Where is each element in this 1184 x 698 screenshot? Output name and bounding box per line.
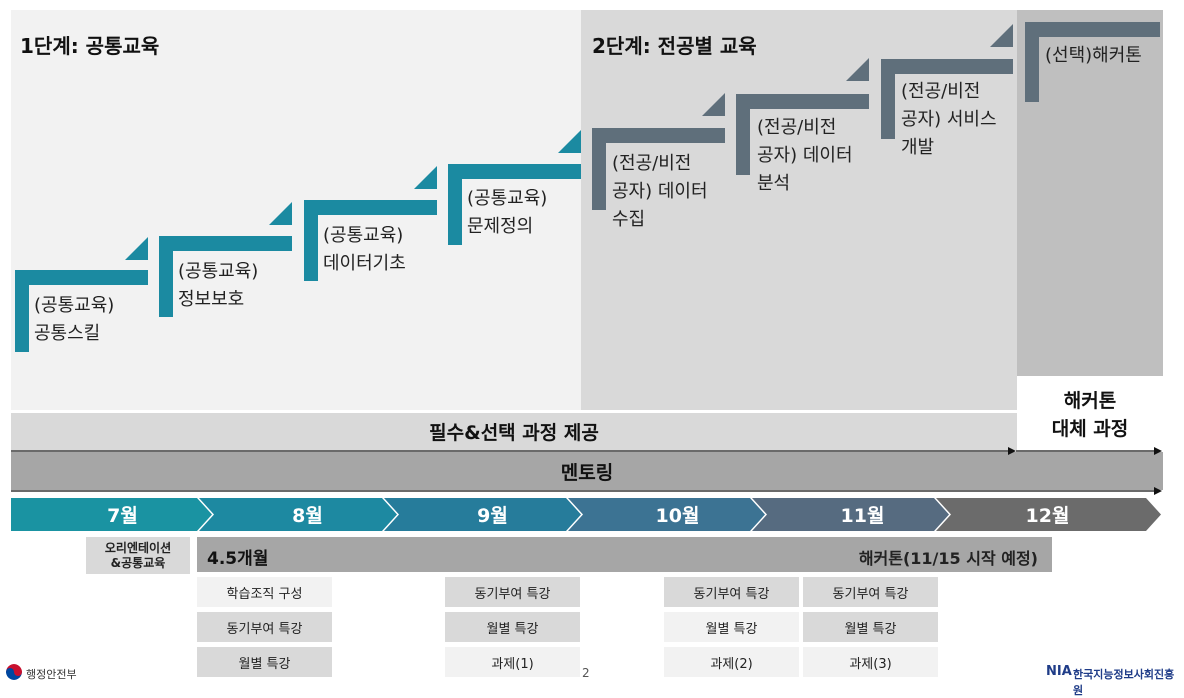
duration-label: 4.5개월: [207, 549, 269, 569]
ministry-emblem-icon: [6, 664, 22, 680]
step-5-label: (전공/비전 공자) 데이터 수집: [612, 150, 708, 234]
orientation-line2: &공통교육: [110, 555, 166, 570]
hackathon-alt-line1: 해커톤: [1063, 390, 1117, 412]
hackathon-alt-band: 해커톤 대체 과정: [1017, 380, 1163, 450]
step-4-line2: 문제정의: [467, 216, 534, 237]
activity-col4-3: 과제(3): [803, 647, 938, 677]
month-10: 10월: [655, 505, 700, 527]
hackathon-background: [1017, 10, 1163, 376]
step-2-line1: (공통교육): [178, 261, 259, 282]
step-4-label: (공통교육) 문제정의: [467, 185, 547, 241]
duration-bar: 4.5개월 해커톤(11/15 시작 예정): [197, 537, 1052, 572]
org-name: 한국지능정보사회진흥원: [1073, 668, 1175, 697]
step-3-bracket: [304, 200, 437, 281]
step-3-triangle: [414, 166, 437, 189]
activity-col2-1: 동기부여 특강: [445, 577, 580, 607]
phase1-background: [11, 10, 581, 410]
required-elective-label: 필수&선택 과정 제공: [429, 422, 599, 444]
step-8-line1: (선택)해커톤: [1045, 45, 1142, 66]
step-8-bracket: [1025, 22, 1160, 102]
step-7-line3: 개발: [901, 137, 935, 158]
step-1-bracket: [15, 270, 148, 352]
month-10-shape: [568, 498, 765, 531]
orientation-line1: 오리엔테이션: [104, 540, 172, 555]
activity-col1-1: 학습조직 구성: [197, 577, 332, 607]
hackathon-alt-line2: 대체 과정: [1051, 418, 1129, 440]
mentoring-label: 멘토링: [560, 461, 614, 484]
step-7-line1: (전공/비전: [901, 81, 981, 102]
step-3-line1: (공통교육): [323, 225, 404, 246]
step-5-bracket: [592, 128, 725, 210]
month-7-shape: [11, 498, 212, 531]
phase2-background: [581, 10, 1017, 410]
month-7: 7월: [107, 505, 138, 527]
activity-col3-1: 동기부여 특강: [664, 577, 799, 607]
phase1-title: 1단계: 공통교육: [20, 34, 160, 58]
step-1-triangle: [125, 237, 148, 260]
step-5-line1: (전공/비전: [612, 153, 692, 174]
ministry-logo: [6, 664, 22, 680]
step-7-label: (전공/비전 공자) 서비스 개발: [901, 78, 997, 162]
month-12: 12월: [1025, 505, 1070, 527]
ministry-name: 행정안전부: [26, 668, 77, 681]
step-6-label: (전공/비전 공자) 데이터 분석: [757, 114, 853, 198]
activity-col2-3: 과제(1): [445, 647, 580, 677]
page-number: 2: [582, 666, 590, 680]
activity-col1-3: 월별 특강: [197, 647, 332, 677]
step-1-label: (공통교육) 공통스킬: [34, 292, 114, 348]
month-11: 11월: [840, 505, 885, 527]
step-6-line2: 공자) 데이터: [757, 145, 853, 166]
orientation-box: 오리엔테이션 &공통교육: [86, 537, 190, 574]
month-9: 9월: [477, 505, 508, 527]
month-8-shape: [199, 498, 397, 531]
month-8: 8월: [292, 505, 323, 527]
hackathon-start-label: 해커톤(11/15 시작 예정): [858, 549, 1038, 568]
mentoring-band: 멘토링: [11, 452, 1163, 490]
step-7-triangle: [990, 24, 1013, 47]
step-2-triangle: [269, 202, 292, 225]
step-1-line2: 공통스킬: [34, 323, 101, 344]
step-3-line2: 데이터기초: [323, 253, 406, 274]
org-abbr: NIA: [1046, 664, 1072, 679]
activity-col2-2: 월별 특강: [445, 612, 580, 642]
activity-col4-1: 동기부여 특강: [803, 577, 938, 607]
step-4-triangle: [558, 130, 581, 153]
step-8-label: (선택)해커톤: [1045, 42, 1142, 70]
step-5-line3: 수집: [612, 209, 646, 230]
activity-col3-3: 과제(2): [664, 647, 799, 677]
step-6-triangle: [846, 58, 869, 81]
step-4-bracket: [448, 164, 581, 245]
activity-col1-2: 동기부여 특강: [197, 612, 332, 642]
month-11-shape: [752, 498, 949, 531]
required-elective-band: 필수&선택 과정 제공: [11, 413, 1017, 450]
step-1-line1: (공통교육): [34, 295, 115, 316]
step-6-line3: 분석: [757, 173, 791, 194]
step-6-line1: (전공/비전: [757, 117, 837, 138]
step-2-label: (공통교육) 정보보호: [178, 258, 258, 314]
activity-col3-2: 월별 특강: [664, 612, 799, 642]
step-2-line2: 정보보호: [178, 289, 245, 310]
step-3-label: (공통교육) 데이터기초: [323, 222, 406, 278]
step-7-bracket: [881, 59, 1013, 139]
step-2-bracket: [159, 236, 292, 317]
step-7-line2: 공자) 서비스: [901, 109, 997, 130]
month-9-shape: [384, 498, 581, 531]
step-6-bracket: [736, 94, 869, 175]
activity-col4-2: 월별 특강: [803, 612, 938, 642]
month-12-shape: [936, 498, 1161, 531]
step-5-triangle: [702, 93, 725, 116]
step-4-line1: (공통교육): [467, 188, 548, 209]
step-5-line2: 공자) 데이터: [612, 181, 708, 202]
phase2-title: 2단계: 전공별 교육: [592, 34, 757, 58]
